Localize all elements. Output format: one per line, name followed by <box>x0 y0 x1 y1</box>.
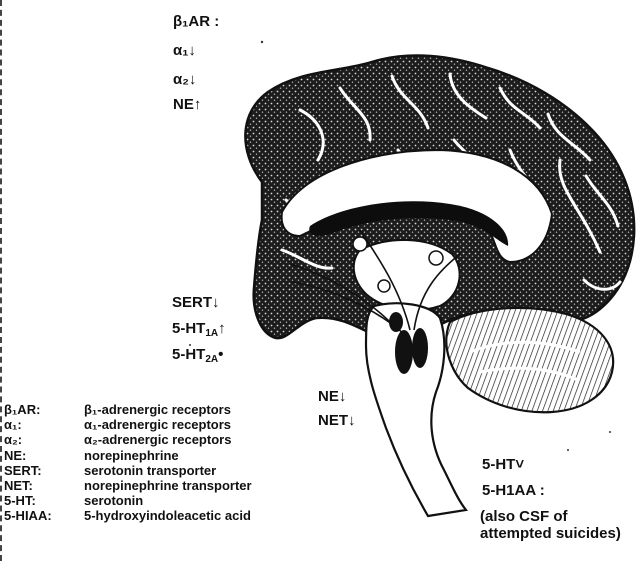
label-5ht1a-base: 5-HT <box>172 320 205 337</box>
legend-definition: 5-hydroxyindoleacetic acid <box>84 508 251 523</box>
legend-abbr: SERT: <box>4 463 84 478</box>
label-csf-note-line2: attempted suicides) <box>480 525 621 543</box>
label-5h1aa-csf: 5-H1AA : <box>482 482 545 500</box>
legend-abbr: NE: <box>4 448 84 463</box>
legend-abbr: α₂: <box>4 432 84 447</box>
label-5ht-csf: 5-HT˅ <box>482 456 524 474</box>
label-ne-cortex: NE↑ <box>173 96 201 114</box>
legend-row: 5-HT: serotonin <box>4 493 324 508</box>
legend-row: α₂: α₂-adrenergic receptors <box>4 432 324 447</box>
abbreviation-legend: β₁AR: β₁-adrenergic receptors α₁: α₁-adr… <box>4 402 324 524</box>
cerebellum <box>446 308 613 412</box>
label-alpha2-cortex: α₂↓ <box>173 71 196 89</box>
legend-row: β₁AR: β₁-adrenergic receptors <box>4 402 324 417</box>
legend-row: NE: norepinephrine <box>4 448 324 463</box>
label-5ht2a-subscript: 2A <box>205 354 218 365</box>
legend-abbr: α₁: <box>4 417 84 432</box>
label-beta1-ar-cortex: β₁AR : <box>173 13 219 31</box>
legend-row: 5-HIAA: 5-hydroxyindoleacetic acid <box>4 508 324 523</box>
label-5ht2a-base: 5-HT <box>172 346 205 363</box>
label-5ht1a-change: ↑ <box>218 320 226 337</box>
legend-row: NET: norepinephrine transporter <box>4 478 324 493</box>
legend-row: SERT: serotonin transporter <box>4 463 324 478</box>
legend-abbr: 5-HIAA: <box>4 508 84 523</box>
label-5ht2a-change: • <box>218 346 223 363</box>
legend-definition: norepinephrine transporter <box>84 478 252 493</box>
legend-definition: serotonin transporter <box>84 463 216 478</box>
label-sert: SERT↓ <box>172 294 220 312</box>
label-csf-note-line1: (also CSF of <box>480 508 568 526</box>
legend-definition: α₂-adrenergic receptors <box>84 432 231 447</box>
legend-abbr: β₁AR: <box>4 402 84 417</box>
label-5ht1a: 5-HT1A↑ <box>172 320 226 343</box>
legend-definition: serotonin <box>84 493 143 508</box>
legend-row: α₁: α₁-adrenergic receptors <box>4 417 324 432</box>
label-5ht2a: 5-HT2A• <box>172 346 223 369</box>
legend-definition: norepinephrine <box>84 448 179 463</box>
label-alpha1-cortex: α₁↓ <box>173 42 196 60</box>
legend-abbr: NET: <box>4 478 84 493</box>
legend-definition: α₁-adrenergic receptors <box>84 417 231 432</box>
label-5ht1a-subscript: 1A <box>205 328 218 339</box>
legend-definition: β₁-adrenergic receptors <box>84 402 231 417</box>
legend-abbr: 5-HT: <box>4 493 84 508</box>
